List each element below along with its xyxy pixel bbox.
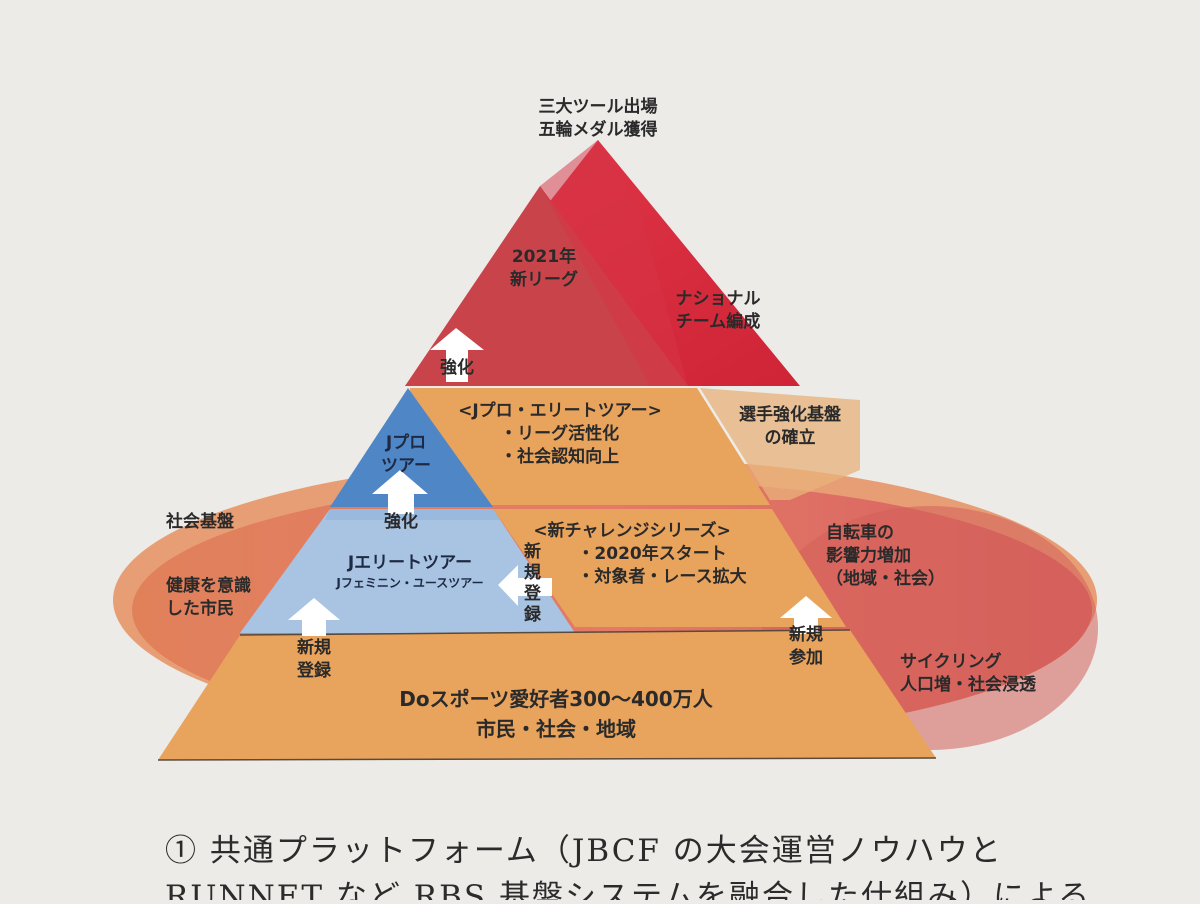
label-base: Doスポーツ愛好者300〜400万人 市民・社会・地域 <box>399 684 712 744</box>
athlete-base-band <box>700 388 860 500</box>
challenge-title: <新チャレンジシリーズ> <box>533 521 731 541</box>
arrow-up-mid <box>372 470 428 514</box>
league-band <box>405 186 688 386</box>
label-league: 2021年 新リーグ <box>510 246 578 292</box>
arrow-up-left-base <box>288 598 340 636</box>
label-strengthen-mid: 強化 <box>384 512 418 532</box>
new-join-line1: 新規 <box>789 625 823 645</box>
challenge-point-2: ・対象者・レース拡大 <box>577 567 747 587</box>
label-new-reg-left: 新規 登録 <box>297 637 331 683</box>
arrow-up-top <box>430 328 484 382</box>
body-caption: ① 共通プラットフォーム（JBCF の大会運営ノウハウと RUNNET など R… <box>165 828 1200 900</box>
tier-pro-point-1: ・リーグ活性化 <box>500 424 620 444</box>
new-reg-left-line2: 登録 <box>297 661 331 681</box>
tier-jpro-tour <box>330 388 493 507</box>
label-strengthen-top: 強化 <box>440 358 474 378</box>
label-tier-pro: <Jプロ・エリートツアー> ・リーグ活性化 ・社会認知向上 <box>458 400 662 469</box>
base-sub: 市民・社会・地域 <box>475 717 636 741</box>
jpro-line1: Jプロ <box>385 433 427 453</box>
tier-jelite-shade <box>325 509 500 520</box>
label-league-line1: 2021年 <box>511 247 577 267</box>
tier-new-challenge <box>493 509 846 627</box>
jpro-line2: ツアー <box>381 456 431 476</box>
tier-base <box>158 630 936 760</box>
new-join-line2: 参加 <box>789 648 823 668</box>
bike-line3: （地域・社会） <box>826 569 945 589</box>
challenge-point-1: ・2020年スタート <box>577 544 727 564</box>
bike-line2: 影響力増加 <box>826 546 911 566</box>
label-health-citizens: 健康を意識 した市民 <box>166 575 251 621</box>
label-jpro-tour: Jプロ ツアー <box>381 432 431 478</box>
label-national-team: ナショナル チーム編成 <box>676 288 761 334</box>
tier-pro-elite <box>410 388 770 505</box>
caption-line1: ① 共通プラットフォーム（JBCF の大会運営ノウハウと <box>165 833 1003 869</box>
label-challenge: <新チャレンジシリーズ> ・2020年スタート ・対象者・レース拡大 <box>533 520 746 589</box>
league-band-shade <box>540 140 688 386</box>
label-social-base: 社会基盤 <box>166 512 234 532</box>
label-top-line1: 三大ツール出場 <box>538 97 658 117</box>
base-top-line <box>239 629 851 636</box>
label-league-line2: 新リーグ <box>510 270 578 290</box>
base-bottom-line <box>157 757 937 761</box>
label-national-line1: ナショナル <box>675 289 761 309</box>
caption-line2: RUNNET など RBS 基盤システムを融合した仕組み）による <box>165 879 1092 900</box>
label-top-goal: 三大ツール出場 五輪メダル獲得 <box>539 96 658 142</box>
bike-line1: 自転車の <box>826 523 894 543</box>
base-title: Doスポーツ愛好者300〜400万人 <box>399 687 713 711</box>
new-reg-left-line1: 新規 <box>297 638 331 658</box>
label-jelite-tour: Jエリートツアー Jフェミニン・ユースツアー <box>336 552 483 591</box>
jelite-title: Jエリートツアー <box>347 553 473 573</box>
arrow-up-right-base <box>780 596 832 634</box>
cycling-line1: サイクリング <box>900 652 1002 672</box>
athlete-base-line1: 選手強化基盤 <box>739 405 841 425</box>
label-top-line2: 五輪メダル獲得 <box>538 120 658 140</box>
label-athlete-base: 選手強化基盤 の確立 <box>739 404 841 450</box>
health-line2: した市民 <box>166 599 234 619</box>
health-line1: 健康を意識 <box>166 576 251 596</box>
tier-jelite-tour <box>240 509 575 633</box>
jelite-sub: Jフェミニン・ユースツアー <box>336 576 484 590</box>
tier-pro-point-2: ・社会認知向上 <box>500 447 620 467</box>
tier-pro-title: <Jプロ・エリートツアー> <box>458 401 662 421</box>
arrow-left-new-reg <box>498 565 552 606</box>
athlete-base-line2: の確立 <box>764 428 816 448</box>
label-bike-influence: 自転車の 影響力増加 （地域・社会） <box>826 522 945 591</box>
label-new-reg-vertical: 新規登録 <box>524 542 541 625</box>
label-cycling: サイクリング 人口増・社会浸透 <box>900 651 1036 697</box>
label-national-line2: チーム編成 <box>675 312 761 332</box>
label-new-join: 新規 参加 <box>789 624 823 670</box>
cycling-line2: 人口増・社会浸透 <box>900 675 1036 695</box>
